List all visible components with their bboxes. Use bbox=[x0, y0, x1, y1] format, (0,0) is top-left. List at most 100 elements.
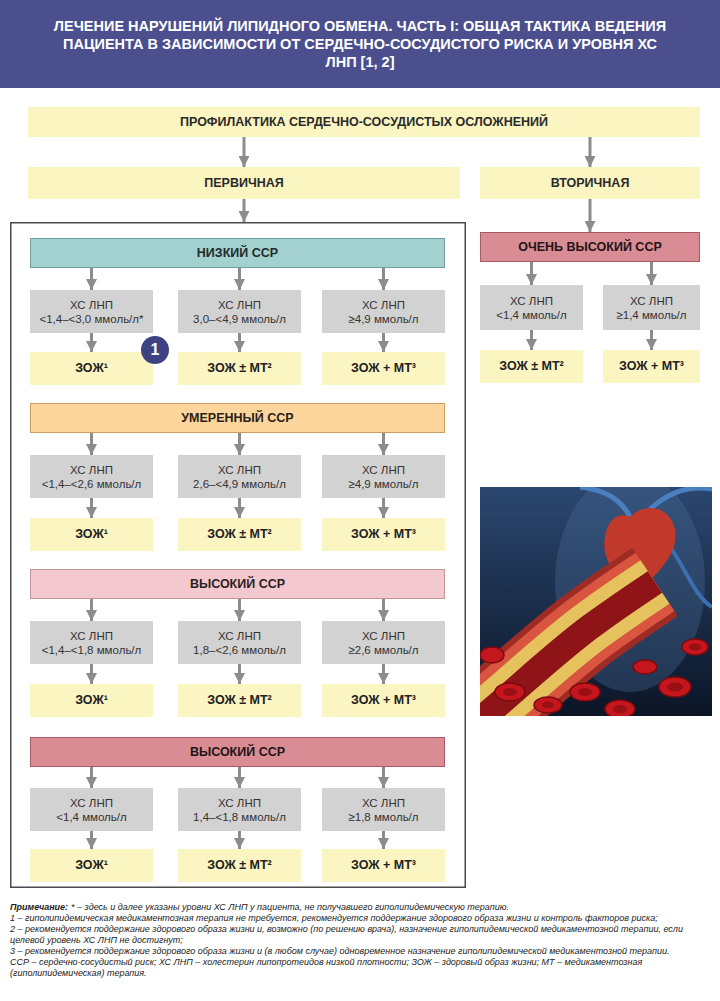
action-box: ЗОЖ¹ bbox=[30, 352, 153, 385]
ldl-level-box: ХС ЛНП≥1,4 ммоль/л bbox=[603, 285, 700, 330]
flow-arrow bbox=[238, 664, 241, 684]
note-text: 2 – рекомендуется поддержание здорового … bbox=[10, 924, 710, 946]
blood-cell-center bbox=[667, 683, 683, 692]
flow-arrow bbox=[90, 599, 93, 621]
flow-arrow bbox=[90, 268, 93, 290]
blood-cell-center bbox=[613, 705, 627, 713]
vein bbox=[580, 487, 630, 517]
title-banner: ЛЕЧЕНИЕ НАРУШЕНИЙ ЛИПИДНОГО ОБМЕНА. ЧАСТ… bbox=[0, 0, 720, 88]
box-text: ЗОЖ ± МТ² bbox=[499, 359, 564, 374]
callout-number: 1 bbox=[151, 341, 160, 359]
flow-arrow bbox=[382, 498, 385, 518]
flow-arrow bbox=[589, 199, 592, 232]
action-box: ЗОЖ ± МТ² bbox=[178, 684, 301, 717]
ldl-level-box: ХС ЛНП1,8–<2,6 ммоль/л bbox=[178, 621, 301, 664]
box-text: ХС ЛНП bbox=[218, 796, 261, 810]
blood-cell bbox=[633, 660, 657, 674]
note-text: 1 – гиполипидемическая медикаментозная т… bbox=[10, 913, 710, 924]
ldl-level-box: ХС ЛНП≥4,9 ммоль/л bbox=[322, 290, 445, 333]
note-text: ССР – сердечно-сосудистый риск; ХС ЛНП –… bbox=[10, 957, 710, 979]
box-value: 3,0–<4,9 ммоль/л bbox=[193, 312, 286, 326]
flow-arrow bbox=[238, 599, 241, 621]
ldl-level-box: ХС ЛНП<1,4–<2,6 ммоль/л bbox=[30, 455, 153, 498]
flow-arrow bbox=[238, 268, 241, 290]
box-value: ≥4,9 ммоль/л bbox=[348, 477, 418, 491]
box-text: ЗОЖ + МТ³ bbox=[351, 858, 416, 873]
ldl-level-box: ХС ЛНП≥1,8 ммоль/л bbox=[322, 788, 445, 831]
blood-cell bbox=[495, 683, 525, 701]
flow-arrow bbox=[530, 330, 533, 350]
flow-arrow bbox=[243, 137, 246, 167]
blood-cell bbox=[605, 700, 635, 716]
callout-circle: 1 bbox=[141, 336, 169, 364]
blood-cell-center bbox=[578, 688, 592, 696]
action-box: ЗОЖ + МТ³ bbox=[322, 518, 445, 551]
ldl-level-box: ХС ЛНП≥4,9 ммоль/л bbox=[322, 455, 445, 498]
blood-cell bbox=[682, 639, 708, 655]
box-value: 2,6–<4,9 ммоль/л bbox=[193, 477, 286, 491]
box-text: ВТОРИЧНАЯ bbox=[551, 176, 630, 191]
flow-arrow bbox=[382, 599, 385, 621]
flow-arrow bbox=[382, 664, 385, 684]
flow-arrow bbox=[90, 433, 93, 455]
action-box: ЗОЖ + МТ³ bbox=[603, 350, 700, 383]
blood-cell bbox=[480, 647, 504, 663]
risk-band: УМЕРЕННЫЙ ССР bbox=[30, 403, 445, 433]
box-text: ХС ЛНП bbox=[362, 629, 405, 643]
ldl-level-box: ХС ЛНП3,0–<4,9 ммоль/л bbox=[178, 290, 301, 333]
branch-box: ВТОРИЧНАЯ bbox=[480, 167, 700, 199]
flow-arrow bbox=[382, 333, 385, 352]
box-text: ХС ЛНП bbox=[70, 463, 113, 477]
flow-arrow bbox=[90, 664, 93, 684]
box-text: ЗОЖ ± МТ² bbox=[207, 693, 272, 708]
note-text: * – здесь и далее указаны уровни ХС ЛНП … bbox=[71, 902, 509, 912]
risk-band: ВЫСОКИЙ ССР bbox=[30, 737, 445, 767]
action-box: ЗОЖ¹ bbox=[30, 518, 153, 551]
risk-band: ВЫСОКИЙ ССР bbox=[30, 569, 445, 599]
box-text: ЗОЖ¹ bbox=[75, 693, 108, 708]
box-value: 1,4–<1,8 ммоль/л bbox=[193, 810, 286, 824]
box-text: ЗОЖ + МТ³ bbox=[351, 361, 416, 376]
box-text: ХС ЛНП bbox=[362, 463, 405, 477]
box-value: <1,4–<1,8 ммоль/л bbox=[42, 643, 142, 657]
flow-arrow bbox=[90, 831, 93, 849]
box-text: ХС ЛНП bbox=[70, 298, 113, 312]
group-frame: НИЗКИЙ ССРХС ЛНП<1,4–<3,0 ммоль/л*ХС ЛНП… bbox=[10, 222, 466, 888]
box-text: ЗОЖ ± МТ² bbox=[207, 361, 272, 376]
box-text: ЗОЖ¹ bbox=[75, 858, 108, 873]
box-text: ХС ЛНП bbox=[70, 796, 113, 810]
footnote: Примечание:* – здесь и далее указаны уро… bbox=[10, 902, 710, 979]
flow-arrow bbox=[238, 767, 241, 788]
box-value: <1,4 ммоль/л bbox=[496, 308, 566, 322]
box-text: ХС ЛНП bbox=[362, 298, 405, 312]
flow-arrow bbox=[90, 333, 93, 352]
risk-band: ОЧЕНЬ ВЫСОКИЙ ССР bbox=[480, 232, 700, 262]
note-heading: Примечание: bbox=[10, 902, 68, 912]
box-text: ЗОЖ¹ bbox=[75, 527, 108, 542]
box-value: 1,8–<2,6 ммоль/л bbox=[193, 643, 286, 657]
box-text: ХС ЛНП bbox=[218, 629, 261, 643]
box-text: ЗОЖ + МТ³ bbox=[619, 359, 684, 374]
ldl-level-box: ХС ЛНП≥2,6 ммоль/л bbox=[322, 621, 445, 664]
box-value: ≥1,8 ммоль/л bbox=[348, 810, 418, 824]
action-box: ЗОЖ ± МТ² bbox=[480, 350, 583, 383]
ldl-level-box: ХС ЛНП<1,4–<3,0 ммоль/л* bbox=[30, 290, 153, 333]
flow-arrow bbox=[650, 330, 653, 350]
blood-cell bbox=[534, 697, 562, 713]
blood-cell bbox=[570, 683, 600, 701]
note-text: 3 – рекомендуется поддержание здорового … bbox=[10, 946, 710, 957]
action-box: ЗОЖ + МТ³ bbox=[322, 352, 445, 385]
action-box: ЗОЖ + МТ³ bbox=[322, 849, 445, 882]
action-box: ЗОЖ ± МТ² bbox=[178, 352, 301, 385]
flow-arrow bbox=[530, 262, 533, 285]
box-text: ХС ЛНП bbox=[218, 298, 261, 312]
flow-arrow bbox=[90, 767, 93, 788]
box-text: УМЕРЕННЫЙ ССР bbox=[181, 411, 293, 425]
flow-arrow bbox=[238, 498, 241, 518]
box-text: ЗОЖ ± МТ² bbox=[207, 858, 272, 873]
artery-wall bbox=[480, 582, 655, 716]
flow-arrow bbox=[238, 433, 241, 455]
box-text: ОЧЕНЬ ВЫСОКИЙ ССР bbox=[518, 240, 662, 254]
title: ЛЕЧЕНИЕ НАРУШЕНИЙ ЛИПИДНОГО ОБМЕНА. ЧАСТ… bbox=[50, 17, 670, 71]
